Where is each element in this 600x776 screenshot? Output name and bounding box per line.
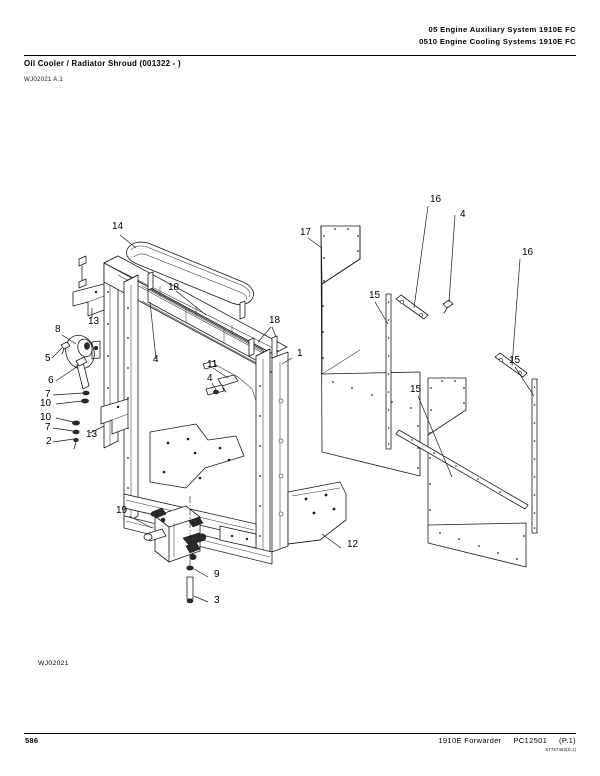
callout-14: 14 xyxy=(112,221,124,232)
part-13-bracket-upper xyxy=(72,283,105,317)
callout-15-left: 15 xyxy=(369,290,381,301)
callout-3: 3 xyxy=(214,595,220,606)
part-17-side-shroud-panel xyxy=(320,225,421,477)
part-18-pin-left xyxy=(147,271,154,291)
callout-4-frame: 4 xyxy=(153,354,159,365)
callout-7-upper: 7 xyxy=(45,389,51,400)
callout-8: 8 xyxy=(55,324,61,335)
callout-6: 6 xyxy=(48,375,54,386)
part-1-radiator-frame-assembly xyxy=(103,255,347,565)
part-bolt-upper-left xyxy=(78,255,87,289)
footer-model: 1910E Forwarder xyxy=(438,736,502,745)
callout-leader-lines xyxy=(51,205,535,603)
header-line-subsystem: 0510 Engine Cooling Systems 1910E FC xyxy=(419,36,576,46)
footer-document-code: ST767463(D.1) xyxy=(545,747,576,752)
part-13-bracket-lower xyxy=(100,398,129,435)
part-7-nut-upper xyxy=(82,390,90,396)
page-title: Oil Cooler / Radiator Shroud (001322 - ) xyxy=(24,59,181,68)
header-line-system: 05 Engine Auxiliary System 1910E FC xyxy=(428,25,576,34)
part-4-bolt-center xyxy=(213,389,219,395)
part-4-bolt-upper-right xyxy=(442,299,454,314)
footer-reference: 1910E Forwarder PC12501 (P.1) xyxy=(438,736,576,745)
part-10-washer-lower xyxy=(72,420,80,426)
callout-15-right: 15 xyxy=(509,355,521,366)
footer-divider xyxy=(24,733,576,734)
part-17-side-shroud-panel-right xyxy=(427,377,527,568)
part-9-washer xyxy=(186,565,194,571)
exploded-parts-diagram: .ln { fill:none; stroke:#1a1a1a; stroke-… xyxy=(0,96,600,696)
callout-18-right: 18 xyxy=(269,315,281,326)
callout-13-upper: 13 xyxy=(88,316,100,327)
part-8-pulley-assembly xyxy=(65,334,101,370)
callout-18-left: 18 xyxy=(168,282,180,293)
header-divider xyxy=(24,55,576,56)
callout-11: 11 xyxy=(207,359,218,370)
page-number: 586 xyxy=(25,736,39,745)
part-10-washer-upper xyxy=(81,398,89,404)
callout-1: 1 xyxy=(297,348,303,359)
part-16-seal-strip-top xyxy=(395,294,429,320)
page-header: 05 Engine Auxiliary System 1910E FC 0510… xyxy=(0,24,600,56)
part-18-pin-right xyxy=(248,335,278,359)
part-3-bolt xyxy=(186,576,194,604)
callout-7-lower: 7 xyxy=(45,422,51,433)
part-15-seal-strip-a xyxy=(385,293,392,450)
part-15-seal-strip-diagonal xyxy=(395,429,529,510)
callout-16-top: 16 xyxy=(430,194,442,205)
callout-19: 19 xyxy=(116,505,128,516)
page-subtitle: WJ02021 A.1 xyxy=(24,76,64,83)
diagram-identifier: WJ02021 xyxy=(38,660,69,667)
part-2-bolt xyxy=(73,437,79,450)
callout-5: 5 xyxy=(45,353,51,364)
footer-catalog: PC12501 xyxy=(513,736,548,745)
footer-part-page: (P.1) xyxy=(559,736,576,745)
part-6-stud xyxy=(75,356,90,390)
part-5-bolt xyxy=(60,341,71,355)
part-15-seal-strip-right xyxy=(531,378,538,534)
header-reference-block: 05 Engine Auxiliary System 1910E FC 0510… xyxy=(419,24,576,47)
callout-16-right: 16 xyxy=(522,247,534,258)
callout-13-lower: 13 xyxy=(86,429,98,440)
part-19-valve-block xyxy=(143,505,207,563)
part-sensor-lead xyxy=(202,360,257,402)
callout-9: 9 xyxy=(214,569,220,580)
diagram-canvas: .ln { fill:none; stroke:#1a1a1a; stroke-… xyxy=(40,194,538,606)
part-12-mounting-foot xyxy=(287,481,347,545)
part-18-pin-mid xyxy=(239,300,246,320)
callout-2: 2 xyxy=(46,436,52,447)
callout-17: 17 xyxy=(300,227,312,238)
callout-12: 12 xyxy=(347,539,359,550)
part-7-nut-lower xyxy=(72,429,80,435)
callout-10-upper: 10 xyxy=(40,398,52,409)
callout-4-center: 4 xyxy=(207,373,213,384)
callout-15-diagonal: 15 xyxy=(410,384,422,395)
callout-labels: 14 17 16 4 16 18 13 18 15 15 8 5 1 4 11 … xyxy=(40,194,534,606)
callout-4-upper-right: 4 xyxy=(460,209,466,220)
callout-10-lower: 10 xyxy=(40,412,52,423)
